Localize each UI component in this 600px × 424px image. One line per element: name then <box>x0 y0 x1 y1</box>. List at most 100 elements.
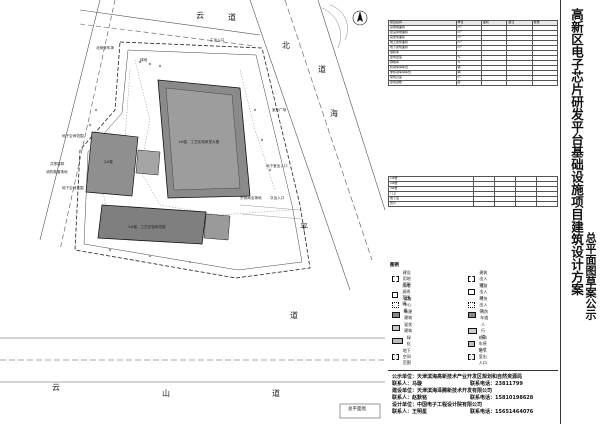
footer-line-5: 设计单位：中国电子工程设计院有限公司 <box>392 402 483 408</box>
site-plan <box>0 0 385 419</box>
legend-left-item: 绿化 <box>392 335 413 347</box>
project-title: 高新区电子芯片研发平台基础设施项目建筑设计方案 <box>569 8 584 296</box>
drawing-caption: 总平面图 <box>348 407 366 412</box>
footer-line-3: 建设单位：天津滨海泽腾新技术开发有限公司 <box>392 388 493 394</box>
road-edge <box>249 0 351 291</box>
legend-swatch <box>468 354 475 360</box>
label-north-parking: 北侧停车场 <box>96 46 114 50</box>
title-strip <box>560 0 600 424</box>
footer-line-4-label: 联系人：赵默铭 <box>392 395 428 401</box>
legend-swatch <box>468 328 478 334</box>
road-label-north-a: 北 <box>282 41 290 50</box>
road-edge <box>317 0 385 211</box>
road-label-far-north: 云 <box>196 11 204 20</box>
legend-right-item: 建筑出入口 <box>468 270 489 288</box>
road-label-northwest: 道 <box>228 13 236 22</box>
legend-label: 用地退线范围线 <box>402 283 411 306</box>
legend-label: 道路出入口 <box>479 283 488 300</box>
walkway <box>99 69 131 231</box>
legend-label: 机动车停车位 <box>478 335 487 352</box>
connector-building <box>135 149 161 176</box>
legend-swatch <box>392 325 401 331</box>
road-label-south-b: 山 <box>162 389 170 398</box>
road-centerline <box>79 23 256 47</box>
road-edge <box>39 0 101 241</box>
legend-right-item: 消防车道 <box>468 309 489 321</box>
site-boundary <box>74 41 311 279</box>
footer-line-4-phone: 联系电话：15810198628 <box>470 395 534 401</box>
building-3-wing <box>203 213 231 241</box>
curved-path <box>329 4 348 41</box>
legend-right-item: 地下室出入口 <box>468 348 489 366</box>
legend-right-item: 人行道 <box>468 322 489 340</box>
building-3 <box>97 204 207 245</box>
legend-swatch <box>468 312 477 318</box>
label-shared: 共享建筑 <box>50 162 65 166</box>
footer-line-2-label: 联系人：马璇 <box>392 381 423 387</box>
legend-label: 道路中心线 <box>403 296 412 313</box>
north-arrow-icon <box>352 10 368 26</box>
legend-label: 消防车道 <box>480 309 489 320</box>
spec-header-row: 项目名称单位面积备注数量 <box>388 20 559 26</box>
road-label-south-a: 云 <box>52 383 60 392</box>
legend-swatch <box>392 338 403 344</box>
legend-label: 地下空间范围 <box>402 348 411 365</box>
spec-row: 建筑层数层 <box>388 80 559 86</box>
project-subtitle: 总平面图草案公示 <box>584 232 597 320</box>
legend-label: 建筑出入口 <box>479 270 488 287</box>
label-underground-b: 地下空间范围 <box>62 186 84 190</box>
label-north-gate: 主出入口 <box>210 38 225 42</box>
legend-swatch <box>468 289 476 295</box>
legend-swatch <box>392 312 401 318</box>
footer-block <box>388 370 558 421</box>
legend-swatch <box>392 276 399 282</box>
legend-label: 现状建筑 <box>404 322 413 333</box>
spec-cell <box>506 80 533 86</box>
road-label-south-c: 道 <box>272 389 280 398</box>
building-2 <box>85 131 139 197</box>
spec-cell: 建筑层数 <box>388 80 457 86</box>
legend-swatch <box>392 302 400 308</box>
label-east-gate: 次出入口 <box>270 196 285 200</box>
legend-left-item: 道路中心线 <box>392 296 413 314</box>
legend-left-item: 建设用地范围 <box>392 270 413 288</box>
label-plaza: 室外广场 <box>272 108 287 112</box>
label-building-main: 1#楼，工艺实验研发大楼 <box>178 140 220 144</box>
road-centerline <box>59 0 116 251</box>
legend-label: 人行道 <box>481 322 486 339</box>
legend-left-item: 现状建筑 <box>392 322 413 334</box>
legend-left-item: 用地退线范围线 <box>392 283 413 307</box>
road-centerline <box>284 0 373 261</box>
road-edge <box>79 9 261 36</box>
spec2-cell: 合计 <box>388 201 474 207</box>
legend-swatch <box>468 302 476 308</box>
label-building-south: 3#楼，工艺实验研发楼 <box>128 225 166 229</box>
spec2-cell <box>493 201 516 207</box>
label-rescue: 消防救援场地 <box>46 170 68 174</box>
label-east-commercial: 东侧商业场地 <box>240 196 262 200</box>
road-label-east-b: 平 <box>300 223 308 232</box>
legend-label: 新建建筑 <box>404 309 413 320</box>
label-green: 绿地 <box>140 58 148 62</box>
spec-cell <box>531 80 559 86</box>
footer-line-1: 公示单位：天津滨海高新技术产业开发区规划和自然资源局 <box>392 374 523 380</box>
spec2-cell <box>514 201 537 207</box>
footer-line-6-phone: 联系电话：15651464076 <box>470 409 534 415</box>
legend-left-item: 地下空间范围 <box>392 348 413 366</box>
legend-label: 绿化 <box>406 335 411 346</box>
spec-cell <box>480 80 508 86</box>
road-label-east-c: 道 <box>290 311 298 320</box>
spec-cell: 层 <box>455 80 482 86</box>
label-parking: 地下室出入口 <box>266 164 288 168</box>
legend-title: 图例 <box>390 263 399 268</box>
legend-label: 地块出入口 <box>479 296 488 313</box>
walkway <box>134 59 291 216</box>
label-underground-a: 地下空间范围 <box>62 134 84 138</box>
road-label-east-a: 海 <box>330 109 338 118</box>
legend-swatch <box>468 341 475 347</box>
spec2-row: 地下室 <box>388 196 559 202</box>
spec2-row: 合计 <box>388 201 559 207</box>
